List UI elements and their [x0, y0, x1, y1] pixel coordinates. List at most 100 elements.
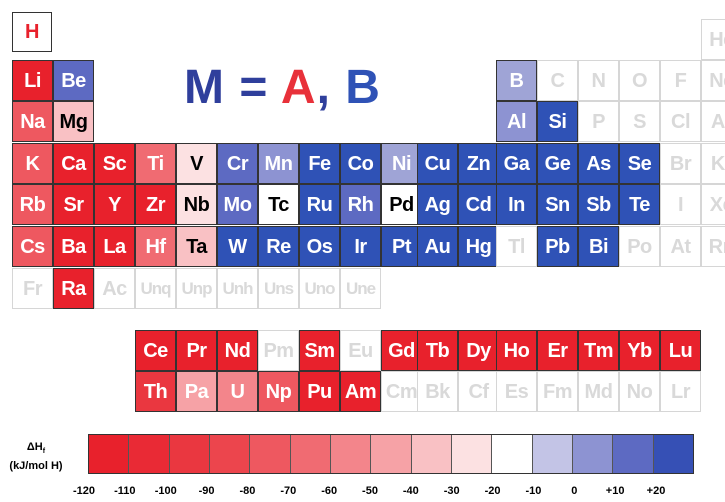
element-na: Na: [12, 101, 53, 142]
element-ga: Ga: [496, 143, 537, 184]
element-am: Am: [340, 371, 381, 412]
element-sn: Sn: [537, 184, 578, 225]
element-au: Au: [417, 226, 458, 267]
element-pu: Pu: [299, 371, 340, 412]
element-ag: Ag: [417, 184, 458, 225]
element-rb: Rb: [12, 184, 53, 225]
element-eu: Eu: [340, 330, 381, 371]
element-pm: Pm: [258, 330, 299, 371]
scale-tick-label: -80: [239, 485, 256, 497]
element-yb: Yb: [619, 330, 660, 371]
element-as: As: [578, 143, 619, 184]
element-dy: Dy: [458, 330, 499, 371]
element-unh: Unh: [217, 268, 258, 309]
element-hg: Hg: [458, 226, 499, 267]
element-y: Y: [94, 184, 135, 225]
element-ar: Ar: [701, 101, 725, 142]
element-v: V: [176, 143, 217, 184]
element-ho: Ho: [496, 330, 537, 371]
element-cm: Cm: [381, 371, 422, 412]
element-ne: Ne: [701, 60, 725, 101]
element-cr: Cr: [217, 143, 258, 184]
element-mn: Mn: [258, 143, 299, 184]
scale-tick-label: -30: [443, 485, 460, 497]
scale-tick-label: -100: [154, 485, 177, 497]
element-la: La: [94, 226, 135, 267]
scale-tick-label: -110: [114, 485, 136, 497]
element-be: Be: [53, 60, 94, 101]
element-unp: Unp: [176, 268, 217, 309]
element-es: Es: [496, 371, 537, 412]
element-pt: Pt: [381, 226, 422, 267]
element-lu: Lu: [660, 330, 701, 371]
element-tl: Tl: [496, 226, 537, 267]
element-no: No: [619, 371, 660, 412]
element-sb: Sb: [578, 184, 619, 225]
formula-b: B: [345, 61, 381, 114]
element-c: C: [537, 60, 578, 101]
element-rn: Rn: [701, 226, 725, 267]
element-f: F: [660, 60, 701, 101]
element-k: K: [12, 143, 53, 184]
element-i: I: [660, 184, 701, 225]
scale-tick-label: -60: [321, 485, 338, 497]
element-in: In: [496, 184, 537, 225]
scale-tick-label: -10: [525, 485, 542, 497]
element-li: Li: [12, 60, 53, 101]
element-pb: Pb: [537, 226, 578, 267]
element-rh: Rh: [340, 184, 381, 225]
element-gd: Gd: [381, 330, 422, 371]
element-unq: Unq: [135, 268, 176, 309]
scale-swatch: [209, 435, 251, 473]
element-ir: Ir: [340, 226, 381, 267]
scale-tick-label: -70: [280, 485, 297, 497]
element-ba: Ba: [53, 226, 94, 267]
element-lr: Lr: [660, 371, 701, 412]
element-cs: Cs: [12, 226, 53, 267]
element-ni: Ni: [381, 143, 422, 184]
enthalpy-legend-label: ΔHf (kJ/mol H): [6, 440, 66, 473]
element-nb: Nb: [176, 184, 217, 225]
element-ti: Ti: [135, 143, 176, 184]
scale-swatch: [411, 435, 452, 473]
element-fr: Fr: [12, 268, 53, 309]
element-ge: Ge: [537, 143, 578, 184]
element-si: Si: [537, 101, 578, 142]
scale-tick-label: -120: [72, 485, 96, 497]
element-cl: Cl: [660, 101, 701, 142]
element-co: Co: [340, 143, 381, 184]
element-cd: Cd: [458, 184, 499, 225]
enthalpy-subscript: f: [42, 448, 46, 456]
element-ce: Ce: [135, 330, 176, 371]
element-uno: Uno: [299, 268, 340, 309]
scale-swatch: [169, 435, 210, 473]
element-fm: Fm: [537, 371, 578, 412]
scale-tick-label: +10: [605, 485, 625, 497]
formula-title: M = A, B: [184, 60, 381, 115]
scale-tick-label: -90: [198, 485, 215, 497]
element-se: Se: [619, 143, 660, 184]
scale-tick-label: -50: [362, 485, 378, 497]
scale-swatch: [492, 435, 533, 473]
element-pd: Pd: [381, 184, 422, 225]
scale-swatch: [613, 435, 654, 473]
element-mo: Mo: [217, 184, 258, 225]
element-cf: Cf: [458, 371, 499, 412]
element-al: Al: [496, 101, 537, 142]
element-sc: Sc: [94, 143, 135, 184]
element-ru: Ru: [299, 184, 340, 225]
element-ra: Ra: [53, 268, 94, 309]
element-w: W: [217, 226, 258, 267]
element-he: He: [701, 19, 725, 60]
formula-comma: ,: [316, 61, 346, 114]
scale-swatch: [129, 435, 170, 473]
element-ca: Ca: [53, 143, 94, 184]
element-xe: Xe: [701, 184, 725, 225]
element-ac: Ac: [94, 268, 135, 309]
scale-swatch: [250, 435, 291, 473]
element-nd: Nd: [217, 330, 258, 371]
scale-swatch: [532, 435, 573, 473]
scale-swatch: [572, 435, 614, 473]
color-scale-bar: [88, 434, 694, 474]
